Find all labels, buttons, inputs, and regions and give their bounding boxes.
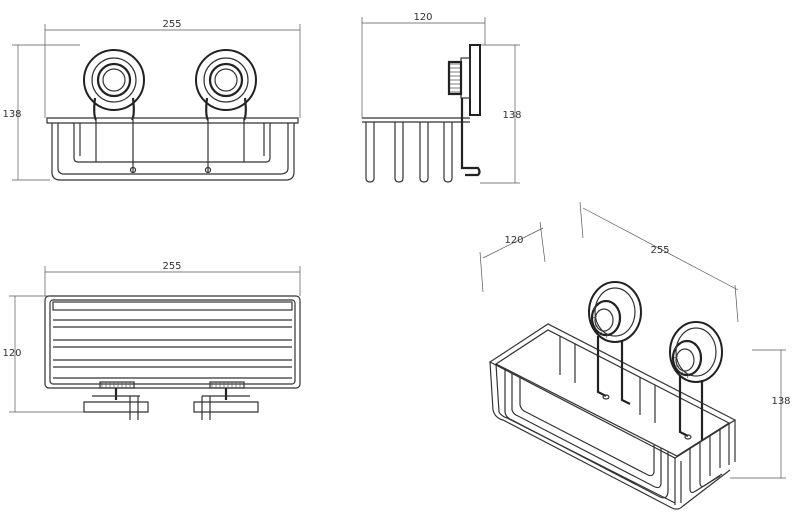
iso-basket bbox=[488, 323, 737, 510]
front-width-dimension: 255 bbox=[44, 19, 301, 118]
iso-width-dimension: 255 bbox=[579, 201, 739, 323]
front-view: 255 138 bbox=[2, 19, 301, 181]
side-view: 120 138 bbox=[361, 12, 522, 184]
iso-height-label: 138 bbox=[771, 396, 790, 407]
iso-height-dimension: 138 bbox=[730, 349, 791, 479]
iso-depth-dimension: 120 bbox=[479, 221, 546, 293]
side-suction-cup bbox=[447, 44, 481, 116]
side-height-label: 138 bbox=[502, 110, 521, 121]
front-width-label: 255 bbox=[162, 19, 181, 30]
side-basket bbox=[362, 98, 481, 183]
iso-width-label: 255 bbox=[650, 245, 669, 256]
front-suction-cup-left bbox=[83, 49, 145, 121]
front-suction-cup-right bbox=[195, 49, 257, 121]
top-basket bbox=[44, 295, 301, 389]
top-depth-dimension: 120 bbox=[2, 295, 90, 413]
iso-depth-label: 120 bbox=[504, 235, 523, 246]
side-height-dimension: 138 bbox=[480, 44, 522, 184]
front-height-dimension: 138 bbox=[2, 44, 80, 181]
side-depth-label: 120 bbox=[413, 12, 432, 23]
top-suction-cup-right bbox=[193, 381, 259, 420]
iso-view: 120 255 138 bbox=[479, 201, 791, 510]
side-depth-dimension: 120 bbox=[361, 12, 486, 118]
iso-suction-cup-left bbox=[588, 281, 642, 343]
top-view: 255 120 bbox=[2, 261, 301, 420]
front-basket bbox=[46, 117, 299, 181]
top-depth-label: 120 bbox=[2, 348, 21, 359]
top-width-dimension: 255 bbox=[44, 261, 301, 296]
top-width-label: 255 bbox=[162, 261, 181, 272]
top-suction-cup-left bbox=[83, 381, 149, 420]
front-height-label: 138 bbox=[2, 109, 21, 120]
iso-suction-cup-right bbox=[669, 321, 723, 383]
